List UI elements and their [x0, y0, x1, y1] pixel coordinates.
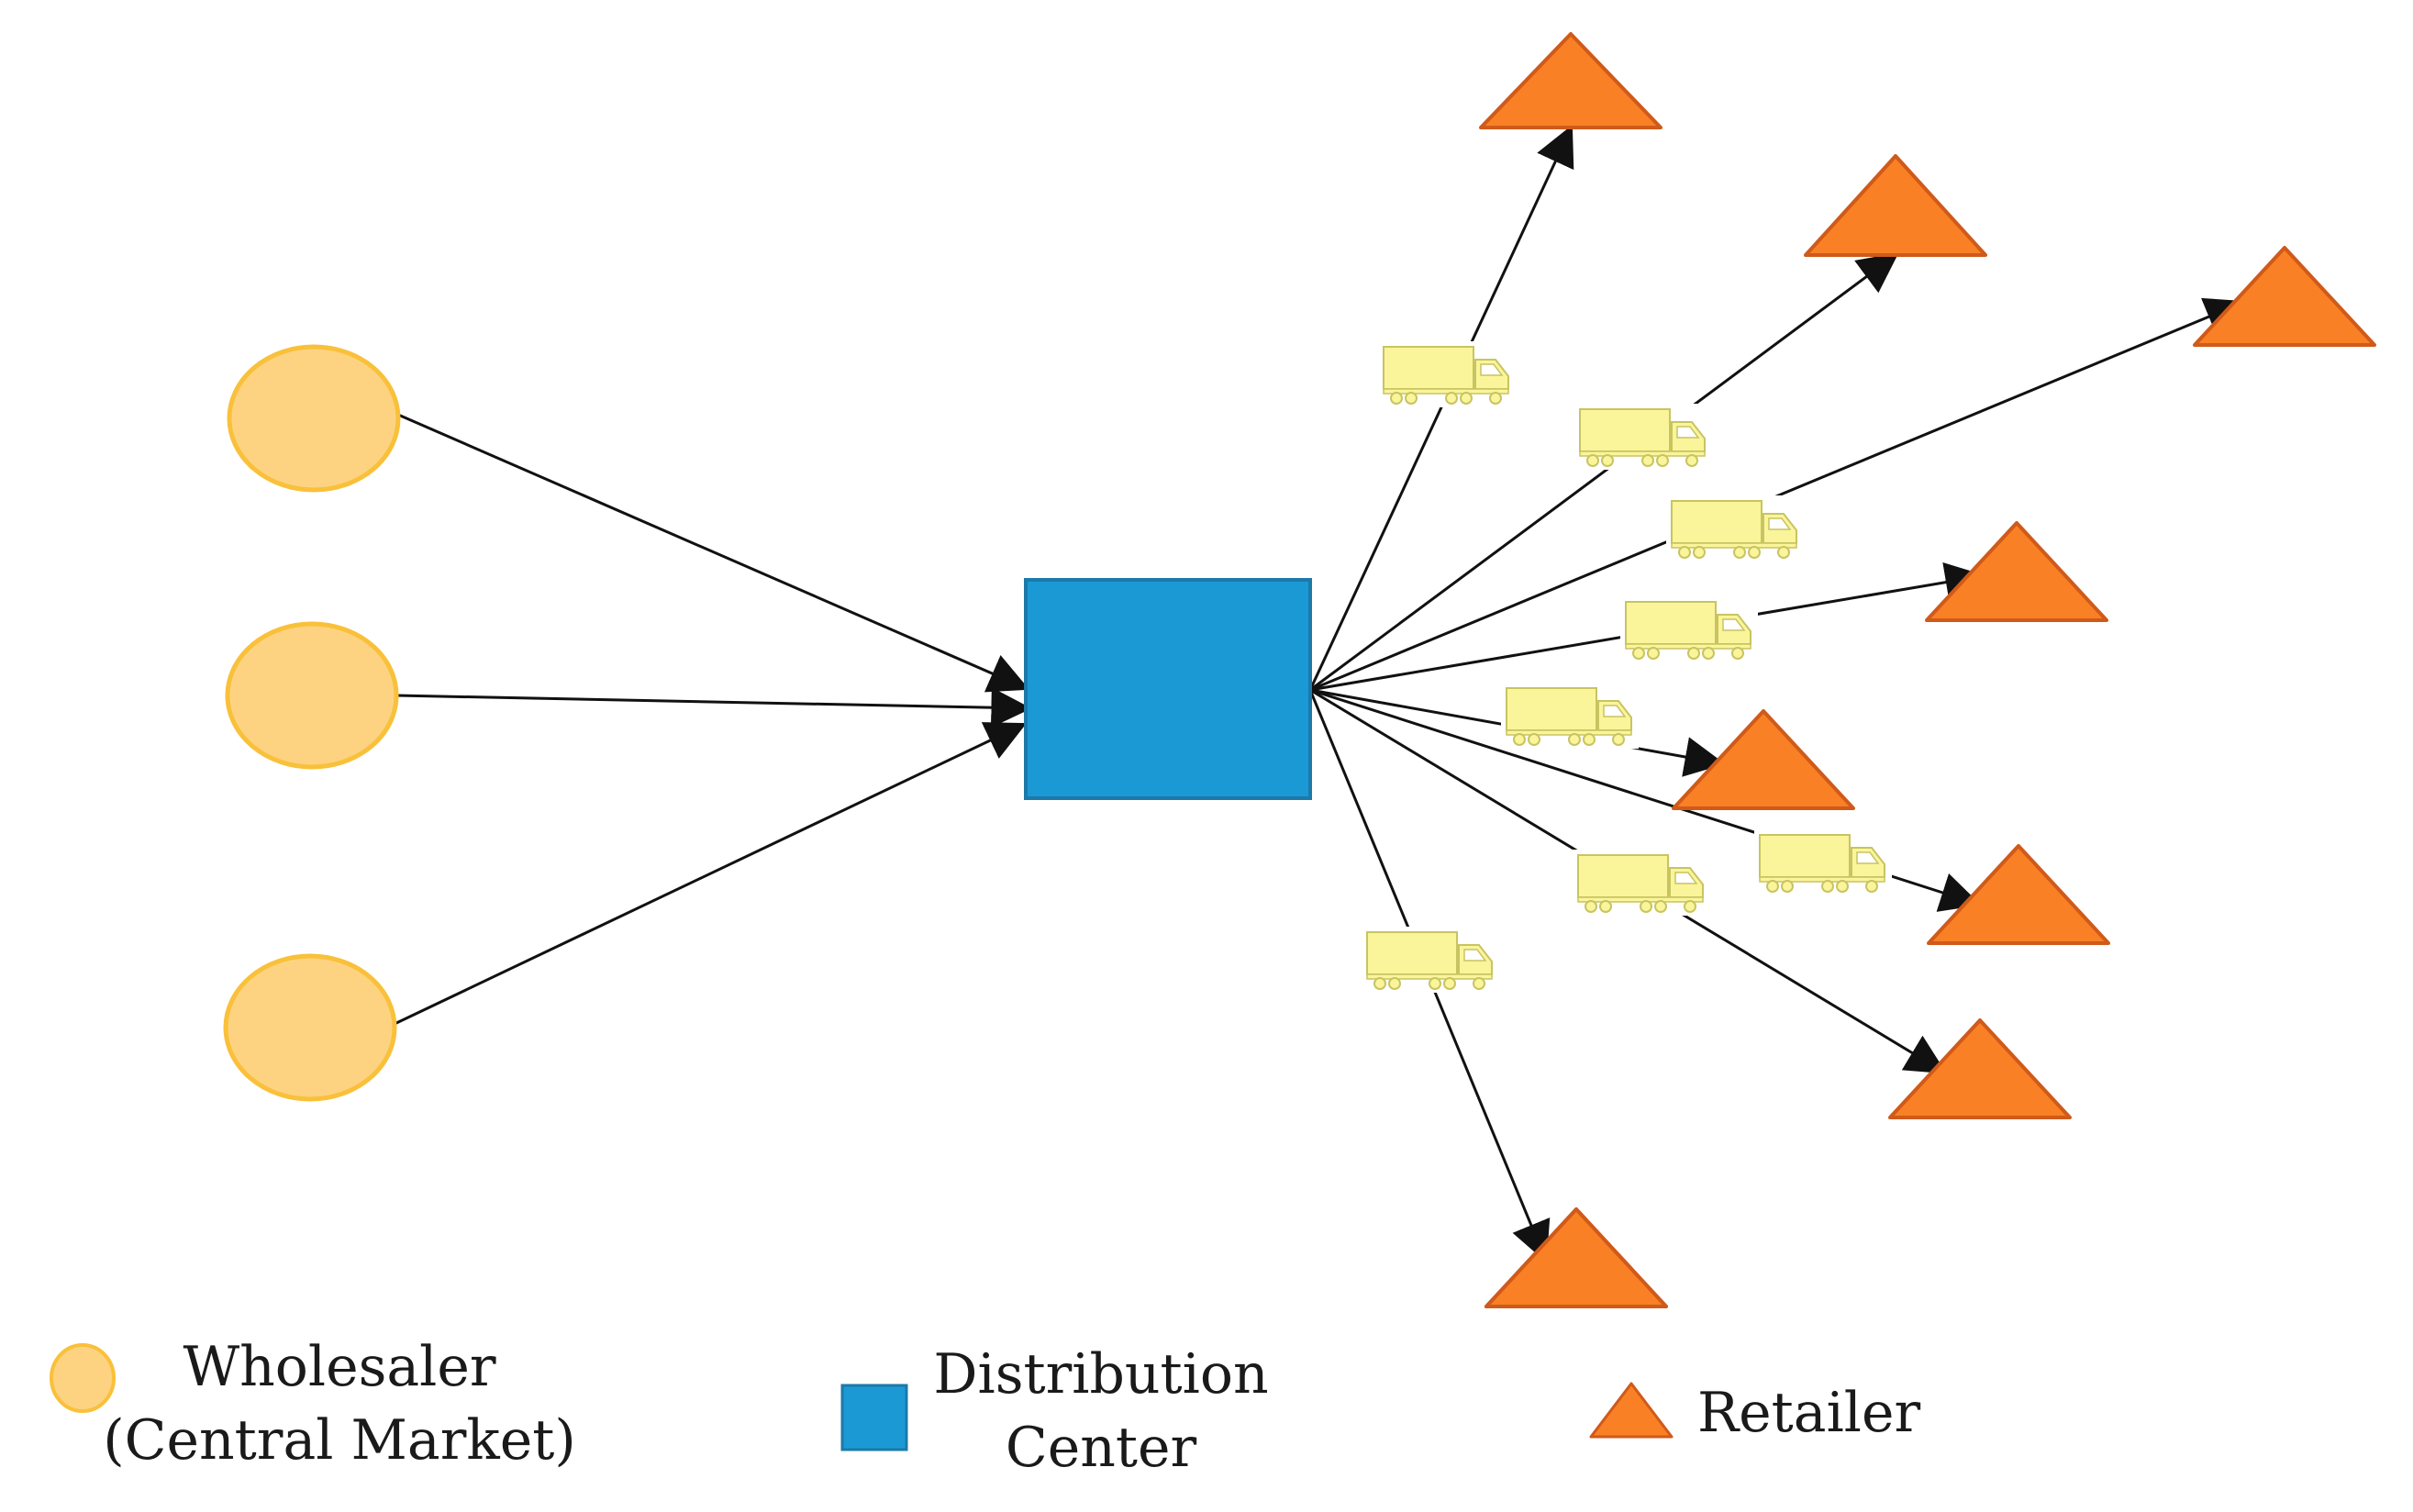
- inbound-arrow-2: [395, 687, 1032, 728]
- legend-wholesaler-label: Wholesaler (Central Market): [101, 1330, 578, 1477]
- retailer-node-6: [1927, 844, 2110, 945]
- retailer-nodes: [1479, 32, 2376, 1308]
- legend-distribution-label: Distribution Center: [927, 1338, 1275, 1484]
- legend-square-icon: [840, 1384, 908, 1451]
- truck-icon: [1501, 683, 1639, 749]
- legend-distribution-line2: Center: [1005, 1416, 1197, 1480]
- truck-icon: [1362, 927, 1499, 993]
- wholesaler-node-1: [227, 344, 401, 493]
- legend-icons: [50, 1343, 1674, 1451]
- legend-retailer-label: Retailer: [1697, 1376, 1936, 1450]
- wholesaler-node-3: [223, 953, 397, 1102]
- legend-wholesaler-line1: Wholesaler: [183, 1335, 496, 1399]
- retailer-node-5: [1672, 709, 1855, 810]
- truck-icon: [1754, 829, 1892, 895]
- legend-triangle-icon: [1589, 1382, 1674, 1439]
- truck-icon: [1666, 495, 1804, 561]
- retailer-node-2: [1804, 154, 1987, 257]
- truck-icons: [1362, 341, 1892, 993]
- outbound-arrow-2: [1309, 252, 1899, 692]
- inbound-arrow-3: [394, 722, 1027, 1026]
- legend-wholesaler-line2: (Central Market): [103, 1408, 576, 1473]
- legend-circle-icon: [50, 1343, 116, 1413]
- retailer-node-7: [1888, 1018, 2072, 1119]
- legend-retailer-line1: Retailer: [1697, 1381, 1921, 1445]
- retailer-node-9: [1484, 1207, 1668, 1308]
- retailer-node-3: [2193, 246, 2376, 347]
- outbound-arrow-1: [1308, 125, 1574, 691]
- legend-distribution-line1: Distribution: [933, 1342, 1269, 1406]
- distribution-center-node: [1024, 578, 1312, 800]
- retailer-node-1: [1479, 32, 1662, 129]
- distribution-center-box: [1024, 578, 1312, 800]
- truck-icon: [1573, 850, 1710, 916]
- truck-icon: [1574, 404, 1712, 470]
- retailer-node-4: [1925, 521, 2108, 622]
- wholesaler-nodes: [223, 344, 401, 1102]
- truck-icon: [1378, 341, 1516, 407]
- truck-icon: [1620, 596, 1758, 662]
- wholesaler-node-2: [225, 621, 399, 770]
- inbound-arrow-1: [397, 413, 1030, 693]
